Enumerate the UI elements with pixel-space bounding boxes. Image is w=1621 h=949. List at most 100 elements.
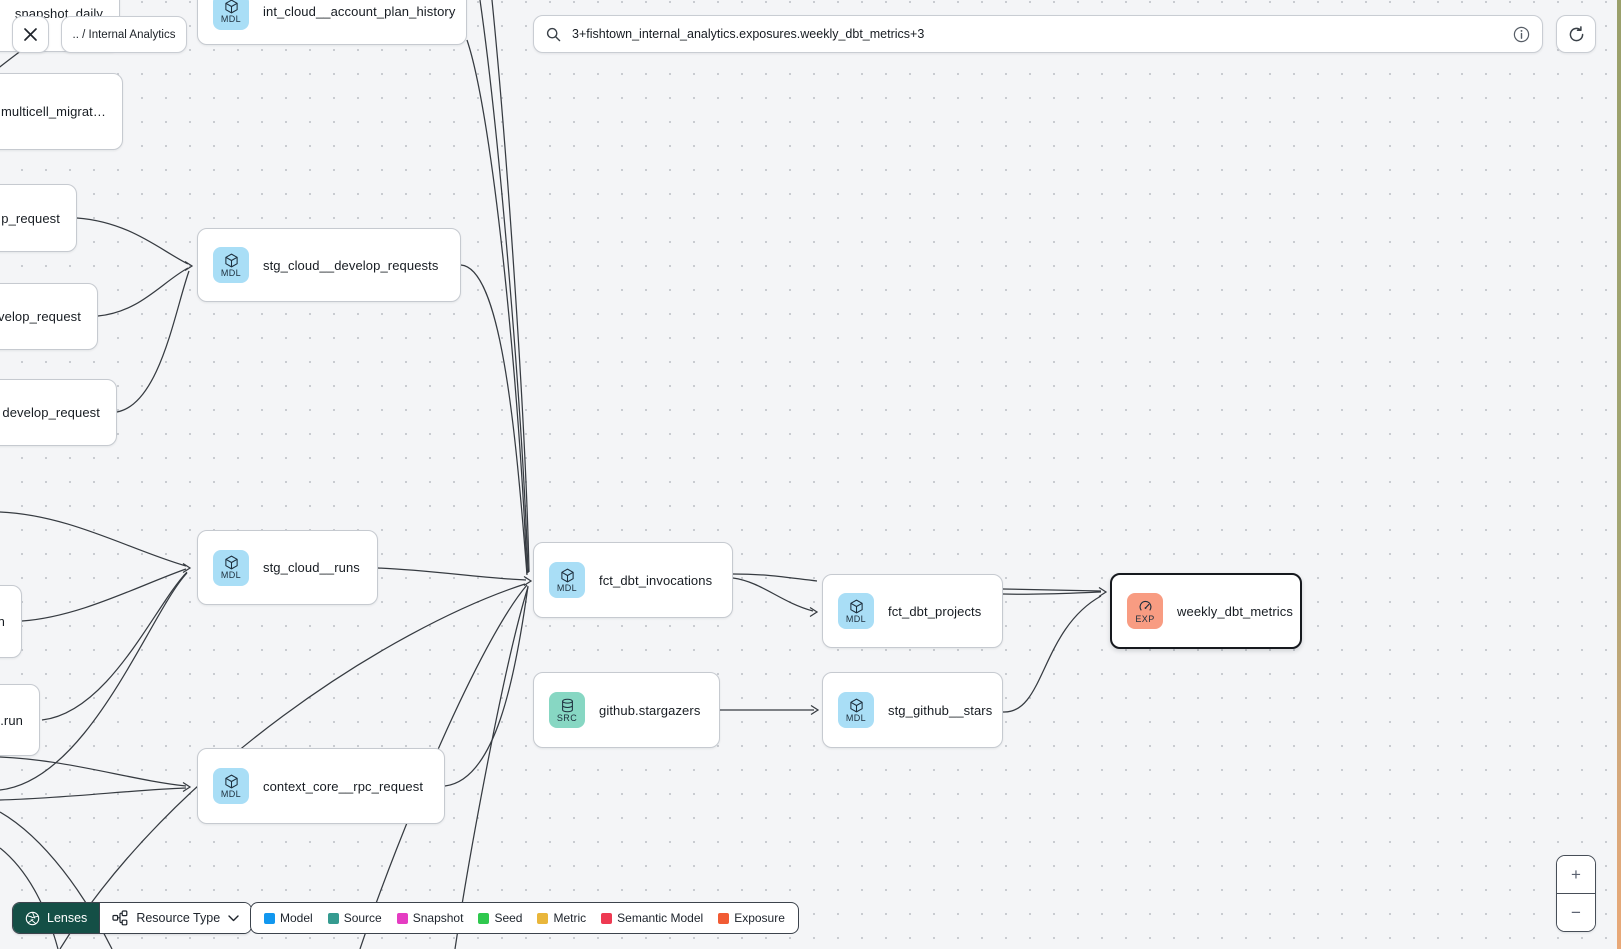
- node-label: develop_request: [2, 405, 100, 420]
- node-label: stg_cloud__runs: [263, 560, 360, 575]
- graph-node-develop-request[interactable]: develop_request: [0, 379, 117, 446]
- node-label: context_core__rpc_request: [263, 778, 424, 794]
- zoom-controls: + −: [1556, 855, 1596, 932]
- sitemap-icon: [112, 910, 128, 926]
- graph-node-fct-dbt-projects[interactable]: MDL fct_dbt_projects: [822, 574, 1003, 648]
- badge-label: MDL: [845, 613, 867, 624]
- legend-label: Snapshot: [412, 911, 464, 925]
- badge-label: MDL: [220, 267, 242, 278]
- edge-arrowhead: [1098, 586, 1108, 598]
- cube-icon: [560, 568, 574, 582]
- close-icon: [24, 28, 37, 41]
- breadcrumb[interactable]: .. / Internal Analytics: [61, 16, 187, 53]
- info-icon[interactable]: [1513, 26, 1530, 43]
- resource-type-dropdown[interactable]: Resource Type: [99, 903, 252, 933]
- node-label: .run: [0, 712, 23, 728]
- legend-swatch: [537, 912, 549, 924]
- badge-label: SRC: [556, 712, 578, 723]
- node-label: int_cloud__account_plan_history: [263, 4, 456, 19]
- refresh-button[interactable]: [1556, 15, 1596, 53]
- graph-node-node-n[interactable]: n: [0, 585, 22, 658]
- graph-node-p-request[interactable]: p_request: [0, 184, 77, 252]
- node-badge-mdl: MDL: [213, 549, 249, 586]
- lineage-edge: [732, 573, 818, 582]
- cube-icon: [224, 253, 238, 267]
- node-badge-mdl: MDL: [213, 247, 249, 283]
- lineage-edge: [444, 585, 529, 787]
- edge-arrowhead: [182, 781, 192, 793]
- lineage-edge: [116, 270, 190, 413]
- lineage-edge: [21, 568, 187, 622]
- lineage-edge: [0, 572, 188, 791]
- node-label: fct_dbt_projects: [888, 603, 982, 619]
- graph-node-run-node[interactable]: .run: [0, 684, 40, 756]
- badge-label: MDL: [220, 570, 242, 580]
- zoom-in-button[interactable]: +: [1557, 856, 1595, 893]
- close-button[interactable]: [12, 16, 49, 53]
- legend-label: Seed: [494, 911, 523, 925]
- badge-label: MDL: [556, 582, 578, 593]
- search-bar: [533, 15, 1543, 53]
- lineage-edge: [41, 571, 188, 721]
- legend-item: Snapshot: [396, 911, 464, 925]
- lineage-edge: [76, 217, 189, 265]
- lenses-button[interactable]: Lenses: [13, 903, 100, 933]
- aperture-icon: [25, 911, 40, 925]
- legend-swatch: [396, 912, 408, 924]
- lineage-edge: [466, 39, 528, 575]
- graph-node-github-stargazers[interactable]: SRC github.stargazers: [533, 672, 720, 748]
- node-label: weekly_dbt_metrics: [1177, 603, 1293, 619]
- node-label: github.stargazers: [599, 702, 701, 718]
- search-input[interactable]: [570, 26, 1513, 42]
- node-label: multicell_migrat…: [0, 104, 106, 119]
- edge-arrowhead: [523, 575, 533, 587]
- legend-swatch: [601, 912, 613, 924]
- legend-swatch: [264, 912, 275, 924]
- badge-label: EXP: [1135, 613, 1155, 624]
- node-badge-exp: EXP: [1127, 593, 1163, 629]
- edge-arrowhead: [182, 562, 192, 574]
- node-label: fct_dbt_invocations: [599, 572, 713, 588]
- lineage-edge: [0, 49, 23, 68]
- edge-arrowhead: [810, 704, 820, 716]
- graph-node-stg-cloud-runs[interactable]: MDL stg_cloud__runs: [197, 530, 378, 605]
- node-badge-mdl: MDL: [549, 562, 585, 598]
- graph-node-int-cloud-account-plan-history[interactable]: MDL int_cloud__account_plan_history: [197, 0, 467, 45]
- node-badge-mdl: MDL: [838, 593, 874, 629]
- legend-item: Exposure: [718, 911, 785, 925]
- legend-swatch: [327, 912, 339, 924]
- lenses-toolbar: Lenses Resource Type: [12, 902, 253, 934]
- cube-icon: [849, 599, 863, 613]
- lineage-edge: [1002, 588, 1102, 592]
- badge-label: MDL: [220, 14, 242, 24]
- legend-item: Seed: [478, 911, 522, 925]
- lineage-edge: [460, 264, 528, 576]
- node-badge-mdl: MDL: [213, 0, 249, 30]
- chevron-down-icon: [228, 914, 239, 921]
- lineage-edge: [491, 0, 530, 573]
- legend-item: Source: [327, 911, 382, 925]
- graph-node-velop-request[interactable]: velop_request: [0, 283, 98, 350]
- lineage-edge: [0, 756, 187, 787]
- lineage-edge: [97, 267, 189, 317]
- lineage-edge: [0, 787, 187, 801]
- badge-label: MDL: [845, 712, 867, 723]
- graph-node-weekly-dbt-metrics[interactable]: EXP weekly_dbt_metrics: [1110, 573, 1302, 649]
- node-label: p_request: [1, 210, 60, 226]
- legend-swatch: [478, 912, 490, 924]
- node-label: n: [0, 614, 5, 629]
- graph-node-fct-dbt-invocations[interactable]: MDL fct_dbt_invocations: [533, 542, 733, 618]
- lenses-label: Lenses: [47, 911, 88, 925]
- graph-node-multicell-migrat[interactable]: multicell_migrat…: [0, 73, 123, 150]
- lineage-edge: [454, 586, 529, 949]
- legend-item: Model: [264, 911, 313, 925]
- node-badge-src: SRC: [549, 692, 585, 728]
- zoom-out-button[interactable]: −: [1557, 894, 1595, 931]
- lineage-edge: [732, 577, 814, 612]
- legend-label: Semantic Model: [617, 911, 704, 925]
